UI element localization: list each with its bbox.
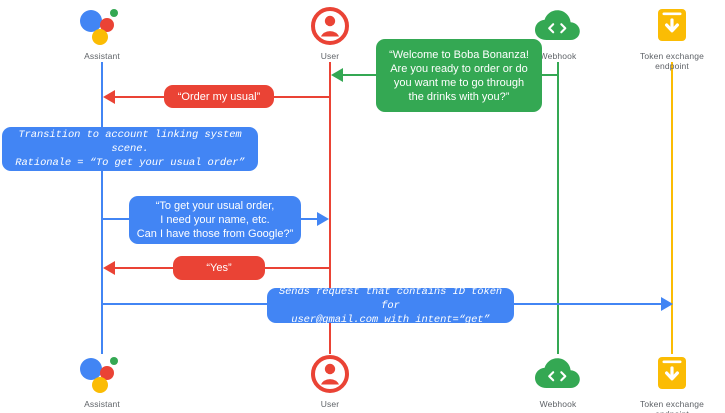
google-assistant-icon (42, 352, 162, 396)
cloud-code-icon (498, 4, 618, 48)
actor-assistant-bottom: Assistant (42, 352, 162, 409)
actor-webhook-top: Webhook (498, 4, 618, 61)
message-text: “Yes” (206, 262, 232, 274)
message-text: “To get your usual order, I need your na… (136, 200, 294, 240)
actor-label: Token exchange endpoint (639, 399, 704, 413)
user-person-icon (270, 352, 390, 396)
lifeline-endpoint (671, 62, 673, 354)
message-text: “Welcome to Boba Bonanza! Are you ready … (389, 48, 529, 103)
actor-label: Webhook (539, 51, 577, 61)
message-text: Transition to account linking system sce… (15, 129, 245, 169)
message-bubble-sends-request: Sends request that contains ID token for… (267, 286, 514, 326)
arrow-head-ask-for-name (317, 212, 329, 226)
message-bubble-transition-note: Transition to account linking system sce… (2, 127, 258, 171)
message-bubble-yes: “Yes” (173, 256, 265, 280)
arrow-head-yes (103, 261, 115, 275)
user-person-icon (270, 4, 390, 48)
google-assistant-icon (42, 4, 162, 48)
actor-assistant-top: Assistant (42, 4, 162, 61)
actor-endpoint-top: Token exchange endpoint (612, 4, 725, 71)
lifeline-user (329, 62, 331, 354)
actor-user-bottom: User (270, 352, 390, 409)
message-text: “Order my usual” (177, 90, 261, 103)
actor-endpoint-bottom: Token exchange endpoint (612, 352, 725, 413)
message-bubble-ask-for-name: “To get your usual order, I need your na… (129, 196, 301, 244)
actor-label: Token exchange endpoint (639, 51, 704, 71)
token-download-icon (612, 352, 725, 396)
actor-label: User (320, 51, 340, 61)
lifeline-webhook (557, 62, 559, 354)
message-text: Sends request that contains ID token for… (278, 285, 503, 326)
arrow-head-welcome (331, 68, 343, 82)
arrow-head-order-usual (103, 90, 115, 104)
actor-label: Assistant (84, 399, 120, 409)
actor-label: User (320, 399, 340, 409)
arrow-head-sends-request (661, 297, 673, 311)
connector-webhook-welcome (557, 74, 559, 94)
cloud-code-icon (498, 352, 618, 396)
actor-label: Assistant (84, 51, 120, 61)
message-bubble-order-usual: “Order my usual” (164, 85, 274, 108)
actor-label: Webhook (539, 399, 577, 409)
token-download-icon (612, 4, 725, 48)
lifeline-assistant (101, 62, 103, 354)
actor-webhook-bottom: Webhook (498, 352, 618, 409)
actor-user-top: User (270, 4, 390, 61)
message-bubble-welcome: “Welcome to Boba Bonanza! Are you ready … (376, 39, 542, 112)
